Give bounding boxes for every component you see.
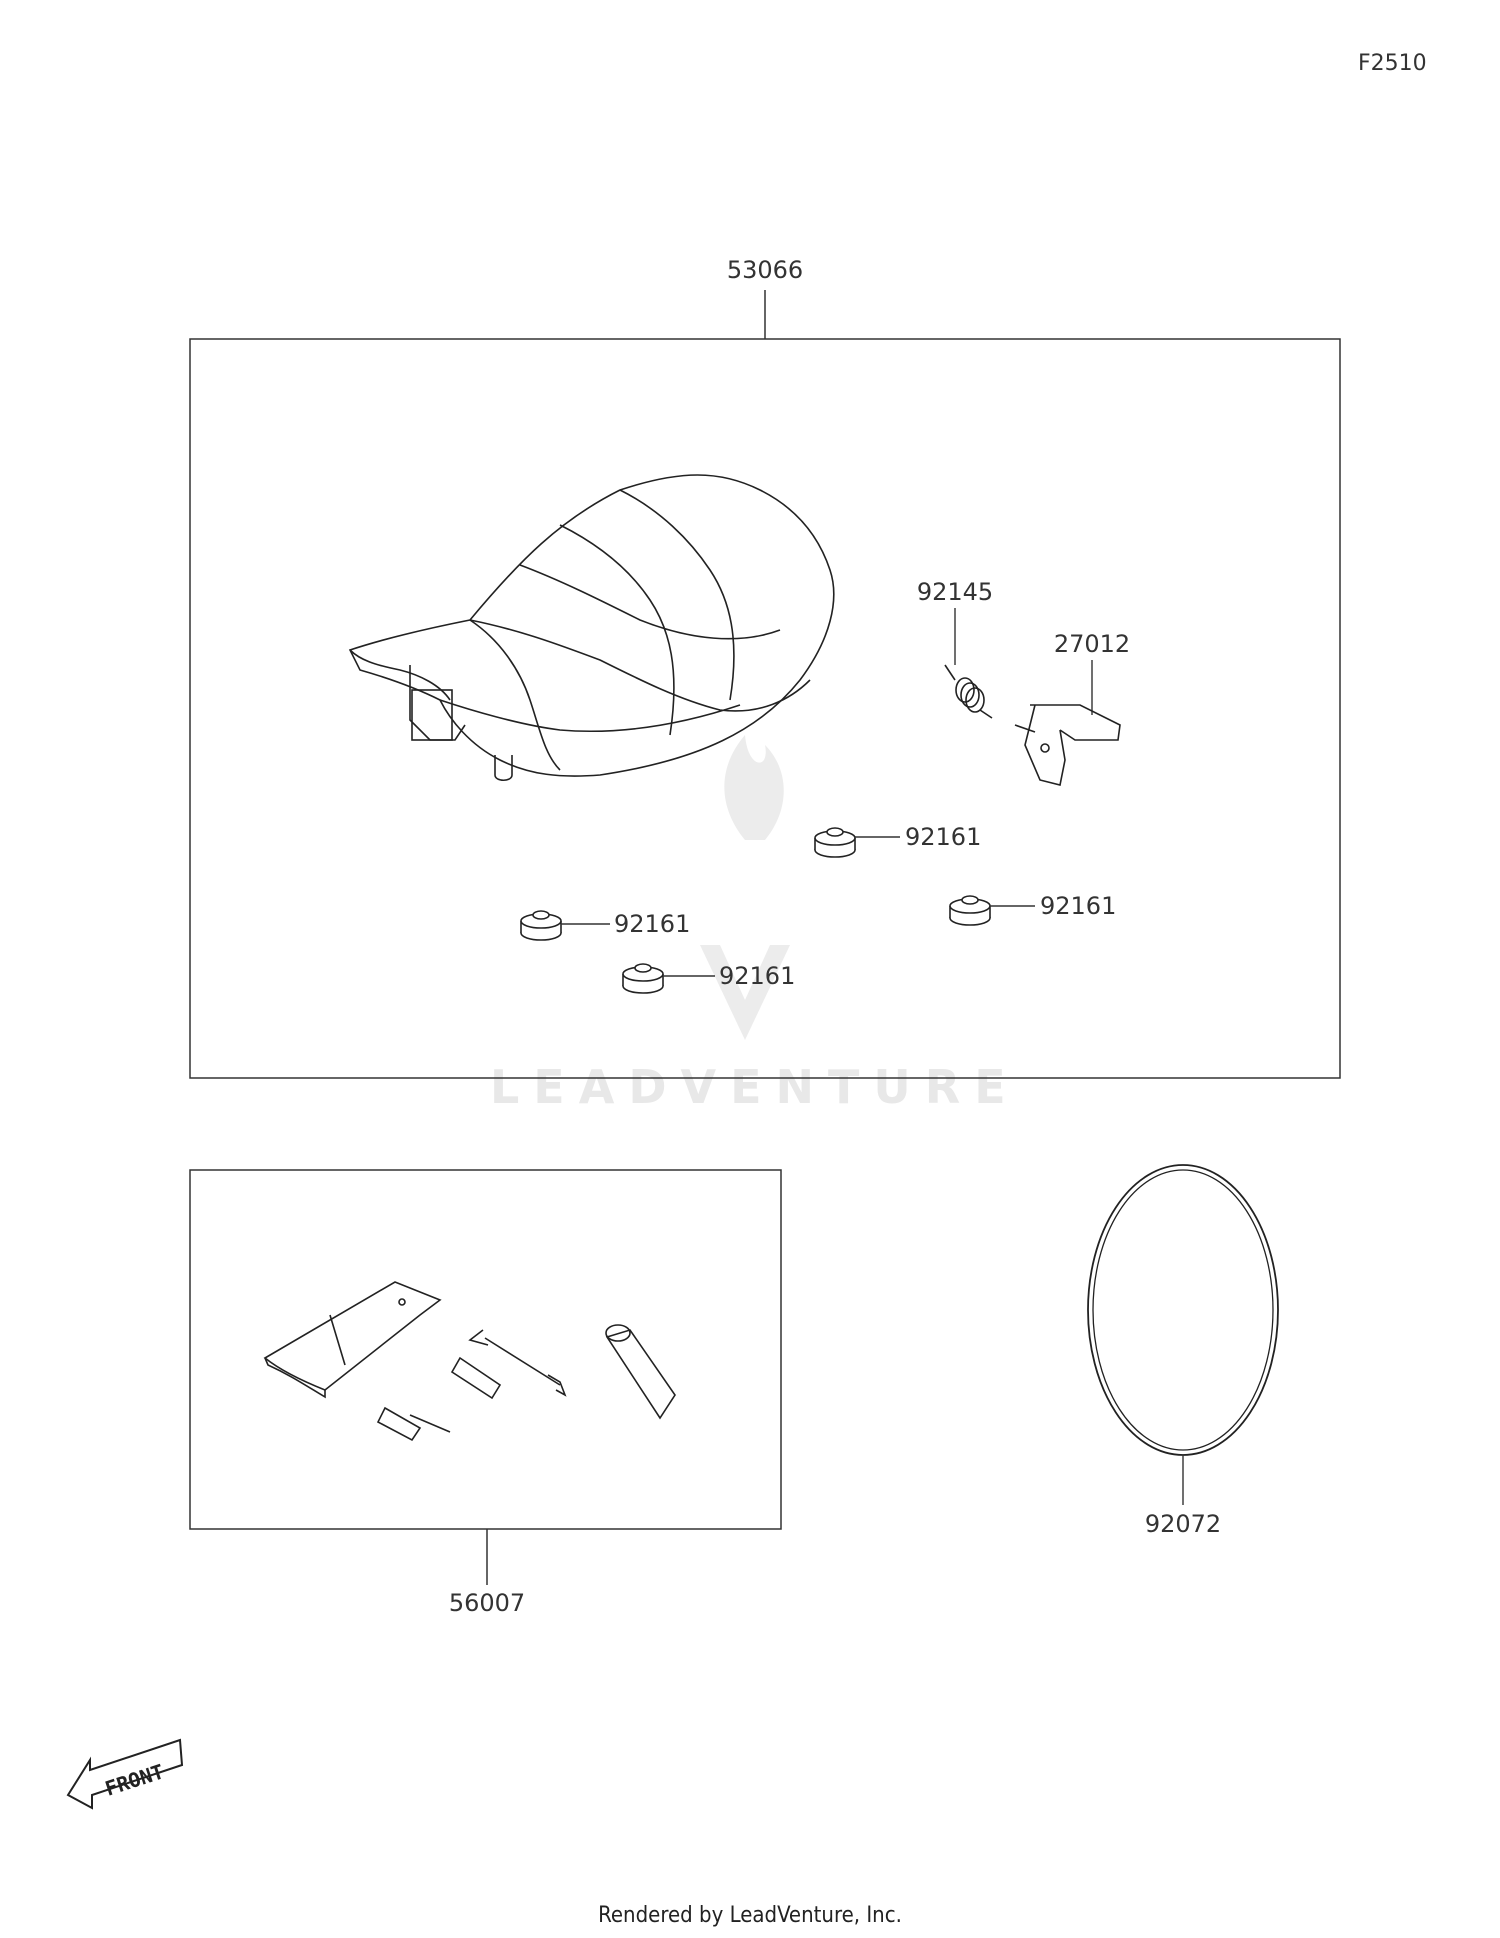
spring-callout[interactable]: 92145 xyxy=(917,578,993,606)
footer-credit: Rendered by LeadVenture, Inc. xyxy=(598,1903,902,1928)
damper-right[interactable]: 92161 xyxy=(949,892,1116,926)
tool-kit-frame xyxy=(189,1169,782,1530)
seat-assembly-callout[interactable]: 53066 xyxy=(727,256,803,284)
lever-drawing[interactable] xyxy=(1014,704,1121,786)
tool-kit-drawing[interactable] xyxy=(263,1281,676,1442)
damper-center[interactable]: 92161 xyxy=(622,962,795,994)
tool-kit-group: 56007 xyxy=(189,1169,782,1617)
watermark-text: LEADVENTURE xyxy=(490,1060,1020,1114)
o-ring-drawing[interactable] xyxy=(1087,1164,1279,1456)
damper-left[interactable]: 92161 xyxy=(520,910,690,941)
damper-callout[interactable]: 92161 xyxy=(1040,892,1116,920)
seat-drawing[interactable] xyxy=(348,474,835,782)
front-direction-arrow: FRONT xyxy=(66,1738,184,1810)
seat-assembly-group: 53066 92145 27012 xyxy=(189,256,1341,1079)
damper-right-upper[interactable]: 92161 xyxy=(814,823,981,858)
damper-callout[interactable]: 92161 xyxy=(905,823,981,851)
spring-drawing[interactable] xyxy=(944,664,993,719)
o-ring-callout[interactable]: 92072 xyxy=(1145,1510,1221,1538)
damper-callout[interactable]: 92161 xyxy=(614,910,690,938)
lever-callout[interactable]: 27012 xyxy=(1054,630,1130,658)
damper-callout[interactable]: 92161 xyxy=(719,962,795,990)
tool-kit-callout[interactable]: 56007 xyxy=(449,1589,525,1617)
watermark-logo xyxy=(700,735,790,1040)
figure-code: F2510 xyxy=(1358,51,1427,76)
o-ring-group: 92072 xyxy=(1087,1164,1279,1538)
